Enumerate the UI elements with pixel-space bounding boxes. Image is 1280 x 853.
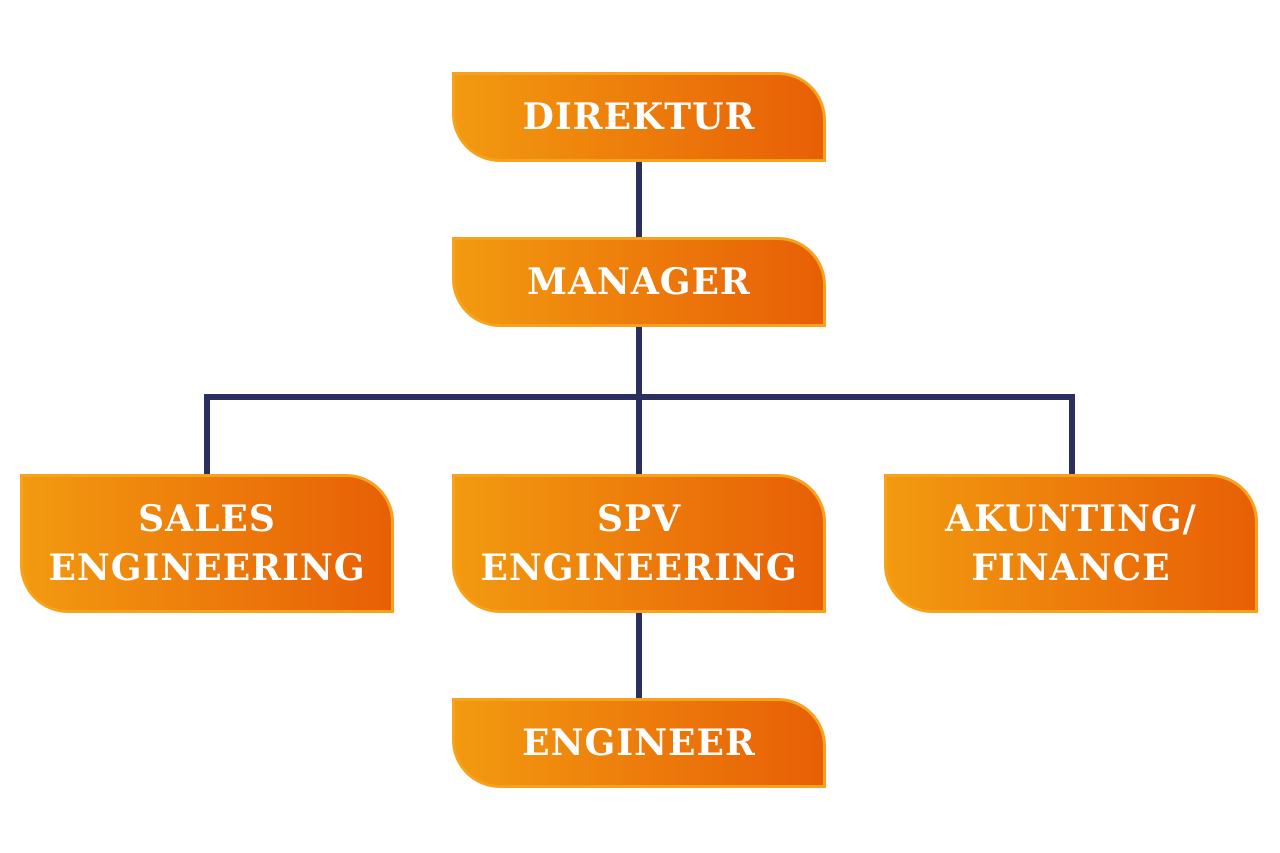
connector-to-akunting-finance (1069, 394, 1075, 476)
node-direktur: DIREKTUR (452, 72, 826, 162)
node-sales-engineering: SALES ENGINEERING (20, 474, 394, 613)
node-spv-engineering: SPV ENGINEERING (452, 474, 826, 613)
node-akunting-finance: AKUNTING/ FINANCE (884, 474, 1258, 613)
connector-spv-engineer (636, 610, 642, 700)
node-engineer: ENGINEER (452, 698, 826, 788)
connector-to-sales-engineering (204, 394, 210, 476)
node-manager: MANAGER (452, 237, 826, 327)
connector-to-spv-engineering (636, 394, 642, 476)
connector-manager-branch (636, 325, 642, 400)
connector-direktur-manager (636, 158, 642, 240)
